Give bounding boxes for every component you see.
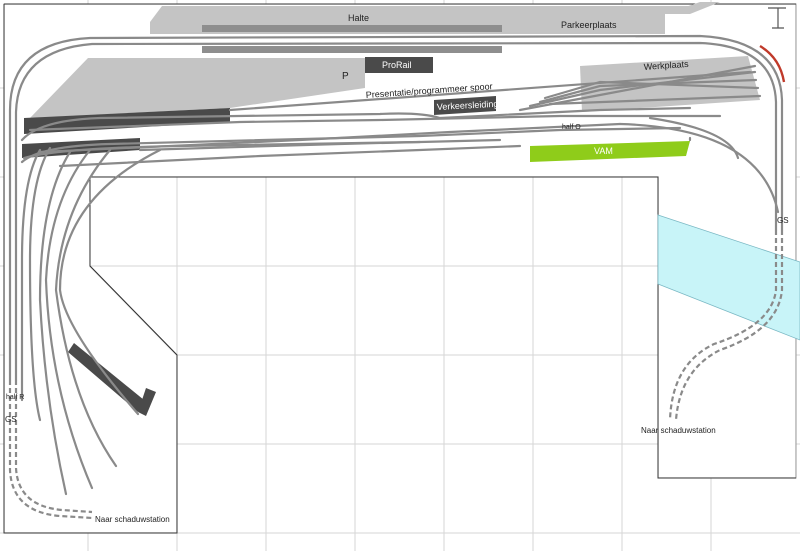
- platform-diagonal: [68, 343, 144, 412]
- prorail-box: [365, 57, 433, 73]
- parkeerplaats-wedge: [665, 2, 720, 14]
- label-parkeerplaats: Parkeerplaats: [561, 20, 617, 30]
- tracks: [8, 34, 784, 496]
- label-half-r: half R: [6, 394, 24, 401]
- label-halte: Halte: [348, 13, 369, 23]
- label-gs-left: GS: [5, 415, 17, 424]
- label-half-o: half O: [562, 124, 581, 131]
- label-gs-right: GS: [777, 216, 789, 225]
- label-verkeersleiding: Verkeersleiding: [437, 99, 499, 112]
- halte-platform-top: [202, 25, 502, 32]
- north-marker: [768, 7, 786, 29]
- verkeersleiding-box: [434, 96, 496, 115]
- halte-platform-bottom: [202, 46, 502, 53]
- station-area: [30, 58, 365, 118]
- board-edge: [3, 3, 796, 534]
- label-werkplaats: Werkplaats: [643, 59, 689, 72]
- dashed-tracks: [8, 230, 784, 520]
- label-naar-schaduwstation-left: Naar schaduwstation: [95, 515, 170, 524]
- platform-diagonal-end: [138, 388, 156, 416]
- label-prorail: ProRail: [382, 60, 412, 70]
- water-area: [657, 214, 800, 341]
- red-track-section: [759, 44, 786, 83]
- label-p: P: [342, 71, 349, 82]
- vam-building: [530, 141, 690, 162]
- label-naar-schaduwstation-right: Naar schaduwstation: [641, 426, 716, 435]
- label-vam: VAM: [594, 146, 613, 156]
